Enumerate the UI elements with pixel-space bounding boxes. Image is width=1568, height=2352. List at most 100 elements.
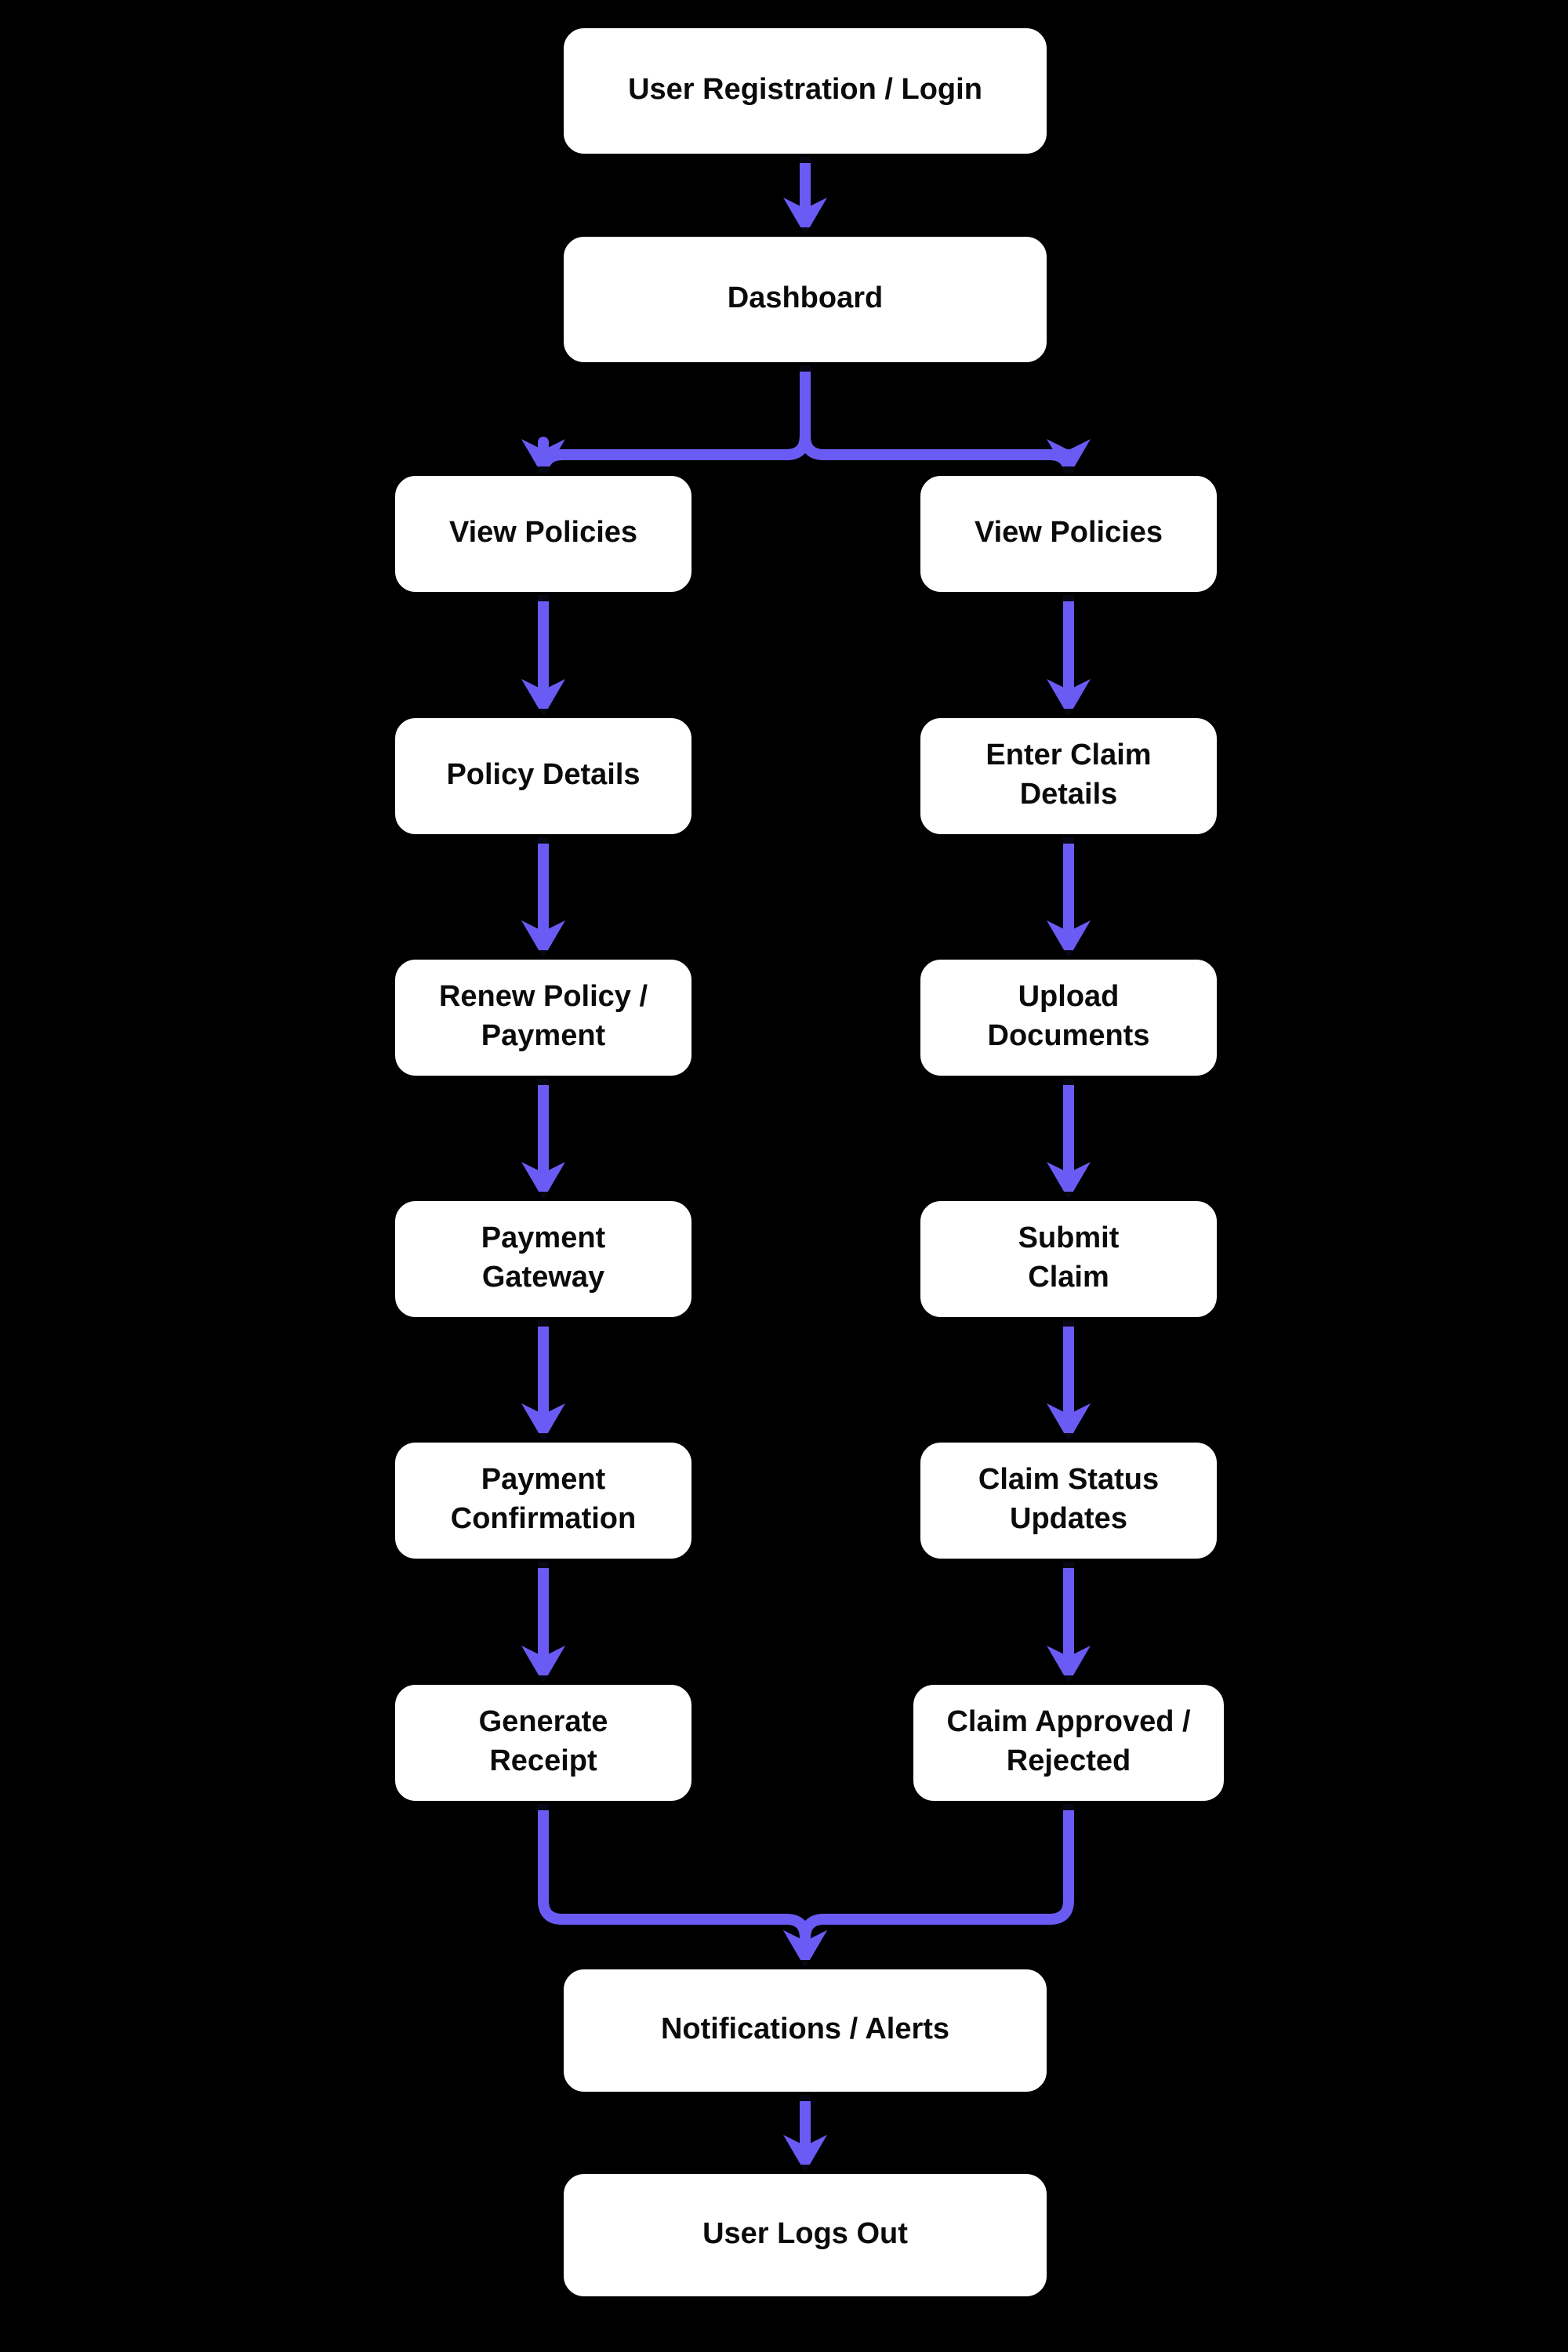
node-box[interactable] bbox=[561, 25, 1050, 157]
node-label-line: View Policies bbox=[449, 516, 637, 549]
node-outline bbox=[554, 2165, 1056, 2306]
node-user-logs-out[interactable]: User Logs Out bbox=[554, 2165, 1056, 2306]
node-box[interactable] bbox=[561, 234, 1050, 365]
node-box[interactable] bbox=[917, 473, 1220, 595]
node-box[interactable] bbox=[917, 1198, 1220, 1320]
node-box[interactable] bbox=[917, 956, 1220, 1079]
node-label-line: User Logs Out bbox=[702, 2217, 908, 2250]
edge-renew-policy-to-payment-gateway bbox=[521, 1075, 565, 1200]
node-label-line: Gateway bbox=[482, 1261, 604, 1294]
edge-view-policies-to-enter-claim-details bbox=[1047, 591, 1091, 717]
node-label-line: Notifications / Alerts bbox=[661, 2013, 949, 2045]
node-label-line: Enter Claim bbox=[985, 739, 1151, 771]
edge-view-policies-to-policy-details bbox=[521, 591, 565, 717]
node-box[interactable] bbox=[910, 1682, 1227, 1804]
node-label-line: Upload bbox=[1018, 980, 1120, 1013]
edge-generate-receipt-to-notifications bbox=[538, 1797, 827, 1968]
node-outline bbox=[911, 1192, 1226, 1327]
edges-layer bbox=[521, 151, 1091, 2172]
node-label-line: Renew Policy / bbox=[439, 980, 648, 1013]
node-label-line: View Policies bbox=[975, 516, 1163, 549]
node-outline bbox=[911, 950, 1226, 1085]
node-label-line: Updates bbox=[1010, 1502, 1127, 1535]
node-view-policies[interactable]: View Policies bbox=[911, 466, 1226, 601]
node-label-line: Policy Details bbox=[446, 758, 640, 791]
node-outline bbox=[904, 1675, 1233, 1810]
node-label-line: User Registration / Login bbox=[628, 73, 982, 106]
node-outline bbox=[554, 1960, 1056, 2101]
edge-user-registration-to-dashboard bbox=[783, 151, 827, 235]
node-outline bbox=[554, 19, 1056, 163]
node-outline bbox=[386, 1192, 701, 1327]
node-label: Policy Details bbox=[446, 758, 640, 791]
node-label-line: Details bbox=[1020, 778, 1118, 811]
edge-claim-approved-to-notifications bbox=[783, 1797, 1074, 1968]
node-label-line: Generate bbox=[479, 1705, 608, 1738]
node-box[interactable] bbox=[392, 1439, 695, 1562]
node-box[interactable] bbox=[917, 1439, 1220, 1562]
node-box[interactable] bbox=[392, 1198, 695, 1320]
node-user-registration-login[interactable]: User Registration / Login bbox=[554, 19, 1056, 163]
node-outline bbox=[554, 227, 1056, 372]
node-label-line: Documents bbox=[988, 1019, 1150, 1052]
node-renew-policy-payment[interactable]: Renew Policy / Payment bbox=[386, 950, 701, 1085]
edge-upload-documents-to-submit-claim bbox=[1047, 1075, 1091, 1200]
node-outline bbox=[911, 1433, 1226, 1568]
edge-dashboard-to-view-policies-right bbox=[800, 360, 1091, 479]
node-dashboard[interactable]: Dashboard bbox=[554, 227, 1056, 372]
node-label-line: Rejected bbox=[1007, 1744, 1131, 1777]
edge-policy-details-to-renew-policy bbox=[521, 833, 565, 958]
node-label-line: Payment bbox=[481, 1221, 606, 1254]
node-label: Claim Approved /Rejected bbox=[946, 1705, 1191, 1777]
edge-dashboard-to-view-policies-left bbox=[521, 360, 811, 479]
node-outline bbox=[386, 1675, 701, 1810]
node-label-line: Payment bbox=[481, 1019, 606, 1052]
node-label-line: Claim Status bbox=[978, 1463, 1159, 1496]
node-label-line: Receipt bbox=[489, 1744, 597, 1777]
node-notifications-alerts[interactable]: Notifications / Alerts bbox=[554, 1960, 1056, 2101]
node-label-line: Claim bbox=[1028, 1261, 1109, 1294]
node-box[interactable] bbox=[392, 473, 695, 595]
node-box[interactable] bbox=[561, 2171, 1050, 2299]
node-outline bbox=[386, 950, 701, 1085]
node-box[interactable] bbox=[917, 715, 1220, 837]
edge-submit-claim-to-claim-status-updates bbox=[1047, 1316, 1091, 1441]
node-label-line: Submit bbox=[1018, 1221, 1120, 1254]
node-box[interactable] bbox=[392, 956, 695, 1079]
node-claim-approved-rejected[interactable]: Claim Approved /Rejected bbox=[904, 1675, 1233, 1810]
edge-claim-status-updates-to-claim-approved bbox=[1047, 1558, 1091, 1683]
node-label: Renew Policy / Payment bbox=[439, 980, 648, 1052]
node-label-line: Payment bbox=[481, 1463, 606, 1496]
node-outline bbox=[386, 466, 701, 601]
node-outline bbox=[911, 466, 1226, 601]
node-view-policies[interactable]: View Policies bbox=[386, 466, 701, 601]
node-outline bbox=[386, 709, 701, 844]
node-label-line: Confirmation bbox=[451, 1502, 636, 1535]
node-policy-details[interactable]: Policy Details bbox=[386, 709, 701, 844]
node-box[interactable] bbox=[561, 1966, 1050, 2095]
node-label: View Policies bbox=[449, 516, 637, 549]
node-box[interactable] bbox=[392, 1682, 695, 1804]
edge-notifications-to-user-logs-out bbox=[783, 2088, 827, 2172]
node-label: View Policies bbox=[975, 516, 1163, 549]
node-box[interactable] bbox=[392, 715, 695, 837]
node-outline bbox=[911, 709, 1226, 844]
edge-payment-confirmation-to-generate-receipt bbox=[521, 1558, 565, 1683]
